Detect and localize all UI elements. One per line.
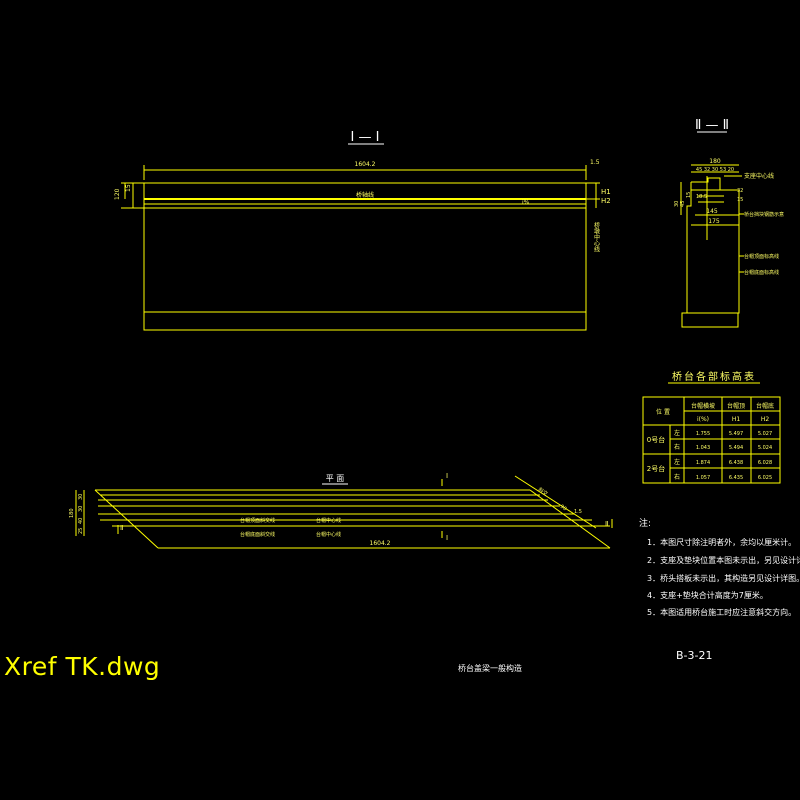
section-2-title: Ⅱ — Ⅱ xyxy=(695,118,729,133)
table-cell: 6.435 xyxy=(729,475,743,481)
plan-skew-label-3: 1.5 xyxy=(574,509,582,515)
table-cell: 5.024 xyxy=(758,445,772,451)
note-item-3: 3．桥头搭板未示出，其构造另见设计详图。 xyxy=(647,573,800,583)
plan-label-3: 台帽中心线 xyxy=(316,517,341,524)
section-2-left-dim-3: 15 xyxy=(686,192,692,198)
table-subheader-h2: H2 xyxy=(761,416,770,423)
plan-length: 1604.2 xyxy=(370,540,391,547)
table-cell: 6.025 xyxy=(758,475,772,481)
section-2-note-2: 桥台挡块钢筋示意 xyxy=(744,211,784,218)
notes: 注: 1．本图尺寸除注明者外，余均以厘米计。 2．支座及垫块位置本图未示出，另见… xyxy=(639,517,800,617)
table-cell: 5.497 xyxy=(729,431,743,437)
plan-mark-left: Ⅱ xyxy=(120,524,123,532)
section-1-slope: i% xyxy=(522,199,530,206)
section-2-left-dim-2: 45 xyxy=(680,201,686,207)
table-header-position: 位 置 xyxy=(656,408,670,416)
section-1-edge-dim: 1.5 xyxy=(590,159,600,166)
section-2-note-4: 台帽底面标高线 xyxy=(744,269,779,276)
plan-left-dim-5: 25 xyxy=(78,528,84,534)
section-1-h1: H1 xyxy=(601,188,611,196)
plan-skew-left xyxy=(94,489,159,549)
table-group-2: 2号台 xyxy=(647,464,665,473)
xref-label: Xref TK.dwg xyxy=(4,652,161,681)
plan-left-dim-3: 30 xyxy=(78,506,84,512)
section-1-elevation: I — I 1604.2 1.5 桥轴线 i% 120 15 H1 H2 桥墩中… xyxy=(114,130,611,331)
plan-mark-top: Ⅰ xyxy=(446,472,448,480)
plan-view: 平 面 Ⅰ Ⅰ Ⅱ Ⅱ 斜交 90 1.5 1604.2 180 30 30 4… xyxy=(69,472,613,549)
table-cell: 6.438 xyxy=(729,460,743,466)
section-2-note-3: 台帽顶面标高线 xyxy=(744,253,779,260)
table-cell: 1.043 xyxy=(696,445,710,451)
section-2-footing xyxy=(681,312,739,328)
drawing-number: B-3-21 xyxy=(676,649,712,662)
section-1-beam-outline xyxy=(143,182,587,331)
section-1-left-dim-1: 120 xyxy=(114,188,121,200)
section-2-sub-dims: 45 32 30 53 20 xyxy=(696,167,734,173)
section-1-title: I — I xyxy=(351,130,380,145)
plan-label-1: 台帽顶面斜交线 xyxy=(240,517,275,524)
table-row-side: 左 xyxy=(674,429,680,437)
section-2: Ⅱ — Ⅱ 180 45 32 30 53 20 30 45 15 18.5 1… xyxy=(674,118,784,328)
plan-skew-right xyxy=(529,489,611,549)
section-2-small-dim-2: 15 xyxy=(737,197,743,203)
section-1-centerline: 桥轴线 xyxy=(356,191,374,199)
table-subheader-slope: i(%) xyxy=(697,416,709,423)
table-cell: 6.028 xyxy=(758,460,772,466)
note-item-2: 2．支座及垫块位置本图未示出，另见设计详图。 xyxy=(647,555,800,565)
table-cell: 5.027 xyxy=(758,431,772,437)
table-header-slope: 台帽横坡 xyxy=(691,402,715,410)
section-2-mid-dim-1: 145 xyxy=(706,208,718,215)
plan-mark-right: Ⅱ xyxy=(605,520,608,528)
plan-skew-label-1: 斜交 xyxy=(537,486,549,497)
table-cell: 1.755 xyxy=(696,431,710,437)
elevation-table: 桥台各部标高表 位 置 台帽横坡 台帽顶 台帽底 i(%) H1 H2 0号台 … xyxy=(642,370,781,484)
section-2-note-1: 支座中心线 xyxy=(744,172,774,180)
notes-title: 注: xyxy=(639,517,651,529)
table-row-side: 右 xyxy=(674,443,680,451)
table-cell: 1.057 xyxy=(696,475,710,481)
section-1-side-label: 桥墩中心线 xyxy=(593,221,600,252)
plan-title: 平 面 xyxy=(326,474,345,483)
table-row-side: 右 xyxy=(674,473,680,481)
plan-label-2: 台帽底面斜交线 xyxy=(240,531,275,538)
section-1-h2: H2 xyxy=(601,197,611,205)
drawing-title: 桥台盖梁一般构造 xyxy=(458,663,522,673)
plan-mark-bottom: Ⅰ xyxy=(446,534,448,542)
note-item-5: 5．本图适用桥台施工时应注意斜交方向。 xyxy=(647,607,796,617)
section-1-length: 1604.2 xyxy=(355,161,376,168)
plan-skew-dimline xyxy=(514,475,597,529)
plan-left-dim-1: 180 xyxy=(69,508,75,518)
note-item-4: 4．支座+垫块合计高度为7厘米。 xyxy=(647,590,768,600)
plan-left-dim-2: 30 xyxy=(78,494,84,500)
section-2-width-top: 180 xyxy=(709,158,721,165)
section-2-mid-dim-2: 175 xyxy=(708,218,720,225)
plan-skew-label-2: 90 xyxy=(559,504,568,513)
section-1-left-dim-2: 15 xyxy=(125,184,132,192)
table-title: 桥台各部标高表 xyxy=(672,370,756,383)
section-2-profile xyxy=(686,177,740,314)
section-2-inner-dim: 18.5 xyxy=(696,194,707,200)
table-frame xyxy=(642,396,781,484)
table-header-top: 台帽顶 xyxy=(727,402,745,410)
table-group-0: 0号台 xyxy=(647,435,665,444)
table-header-bottom: 台帽底 xyxy=(756,402,774,410)
plan-left-dim-4: 40 xyxy=(78,518,84,524)
table-subheader-h1: H1 xyxy=(732,416,741,423)
note-item-1: 1．本图尺寸除注明者外，余均以厘米计。 xyxy=(647,537,796,547)
section-2-left-dim-1: 30 xyxy=(674,201,680,207)
plan-label-4: 台帽中心线 xyxy=(316,531,341,538)
table-row-side: 左 xyxy=(674,458,680,466)
table-cell: 5.494 xyxy=(729,445,743,451)
section-2-small-dim-1: 32 xyxy=(737,188,743,194)
table-cell: 1.874 xyxy=(696,460,710,466)
